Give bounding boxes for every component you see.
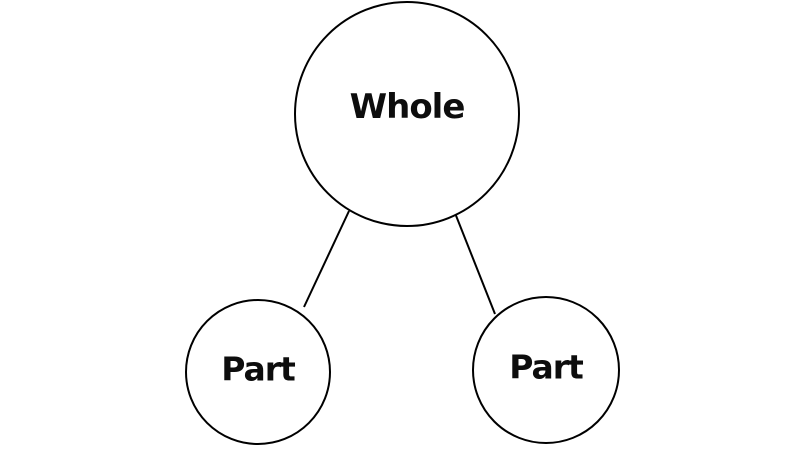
node-part-right-label: Part: [509, 348, 584, 387]
node-whole-label: Whole: [350, 87, 465, 127]
node-part-left-circle: [185, 299, 331, 445]
node-part-left-label: Part: [221, 350, 296, 389]
edge-whole-part-left: [303, 210, 350, 308]
edge-whole-part-right: [454, 212, 496, 315]
node-part-right-circle: [472, 296, 620, 444]
node-whole-circle: [294, 1, 520, 227]
